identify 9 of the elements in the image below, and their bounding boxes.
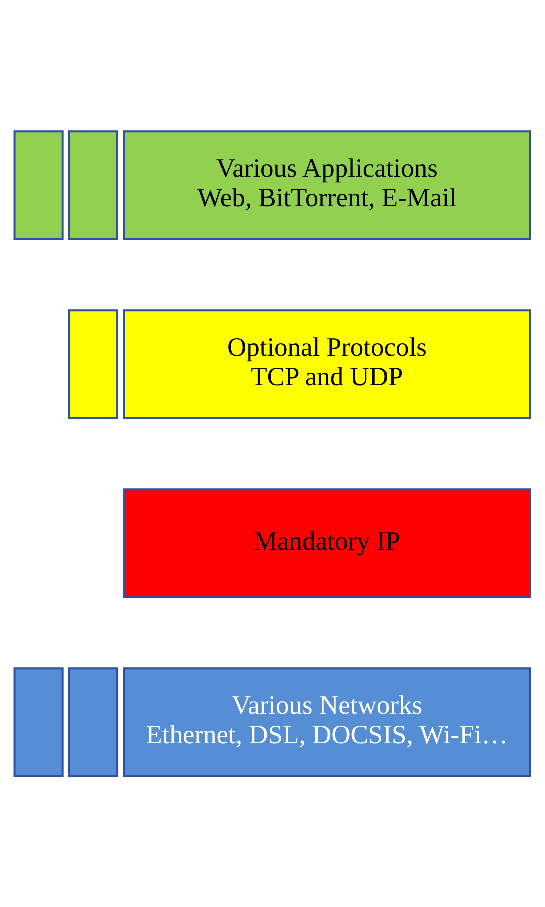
node-box: Various Networks Ethernet, DSL, DOCSIS, Wi-Fi… [123,667,532,777]
node-box [68,309,119,419]
node-box [68,130,119,240]
node-box [14,667,64,777]
node-box: Optional Protocols TCP and UDP [123,309,532,419]
node-box [68,667,119,777]
node-box: Various Applications Web, BitTorrent, E-Mail [123,130,532,240]
node-box [14,130,64,240]
node-box: Mandatory IP [123,488,532,598]
